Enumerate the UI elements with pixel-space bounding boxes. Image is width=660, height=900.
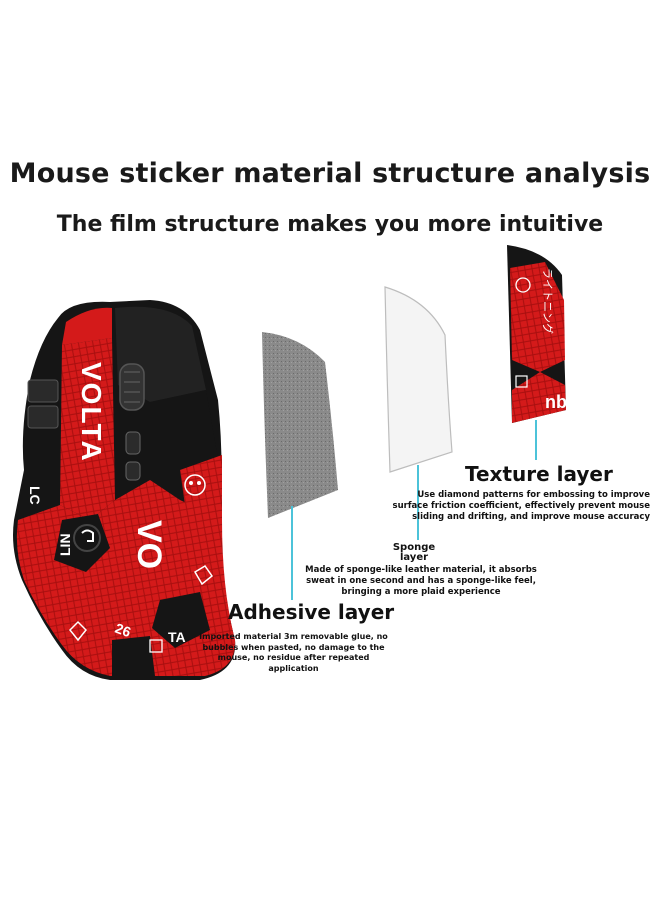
mouse-red-panel-top bbox=[62, 307, 112, 345]
sticker-katakana-text: ライトニング bbox=[541, 268, 555, 334]
adhesive-desc-line: bubbles when pasted, no damage to the bbox=[202, 642, 385, 652]
scroll-wheel bbox=[119, 363, 145, 411]
sponge-layer-description: Made of sponge-like leather material, it… bbox=[296, 565, 546, 598]
mouse-left-text: LC bbox=[27, 486, 43, 505]
adhesive-layer-description: Imported material 3m removable glue, no … bbox=[196, 632, 391, 674]
texture-desc-line: sliding and drifting, and improve mouse … bbox=[412, 512, 650, 522]
adhesive-desc-line: Imported material 3m removable glue, no bbox=[199, 632, 388, 641]
mouse-side-text: TA bbox=[168, 629, 186, 645]
mouse-logo bbox=[73, 524, 101, 552]
sponge-desc-line: sweat in one second and has a sponge-lik… bbox=[306, 576, 536, 586]
texture-layer-sticker: ライトニング nb bbox=[507, 245, 567, 423]
texture-desc-line: surface friction coefficient, effectivel… bbox=[392, 501, 650, 511]
adhesive-layer-film bbox=[262, 332, 338, 518]
sponge-desc-line: bringing a more plaid experience bbox=[341, 587, 501, 597]
sponge-layer-title: Sponge layer bbox=[388, 543, 440, 563]
mouse-brand-text: VOLTA bbox=[76, 362, 107, 463]
page-subtitle: The film structure makes you more intuit… bbox=[56, 212, 604, 237]
texture-desc-line: Use diamond patterns for embossing to im… bbox=[417, 490, 650, 500]
texture-layer-description: Use diamond patterns for embossing to im… bbox=[392, 490, 650, 523]
adhesive-layer-title: Adhesive layer bbox=[228, 600, 395, 624]
adhesive-desc-line: mouse, no residue after repeated applica… bbox=[217, 653, 370, 673]
sponge-title-line: layer bbox=[399, 552, 429, 563]
mouse-red-panel-left bbox=[60, 338, 115, 520]
mouse-number-text: 26 bbox=[113, 620, 133, 640]
mouse-front-text: VO bbox=[130, 520, 168, 569]
sponge-desc-line: Made of sponge-like leather material, it… bbox=[305, 565, 537, 575]
texture-layer-title: Texture layer bbox=[465, 462, 613, 486]
mouse-image: VOLTA VO 26 TA LC LIN bbox=[13, 300, 236, 680]
sticker-logo-text: nb bbox=[545, 392, 567, 412]
sponge-title-line: Sponge bbox=[392, 542, 436, 553]
sponge-layer-film bbox=[384, 286, 453, 473]
mouse-bottom-text: LIN bbox=[57, 533, 73, 556]
page-title: Mouse sticker material structure analysi… bbox=[9, 158, 651, 189]
